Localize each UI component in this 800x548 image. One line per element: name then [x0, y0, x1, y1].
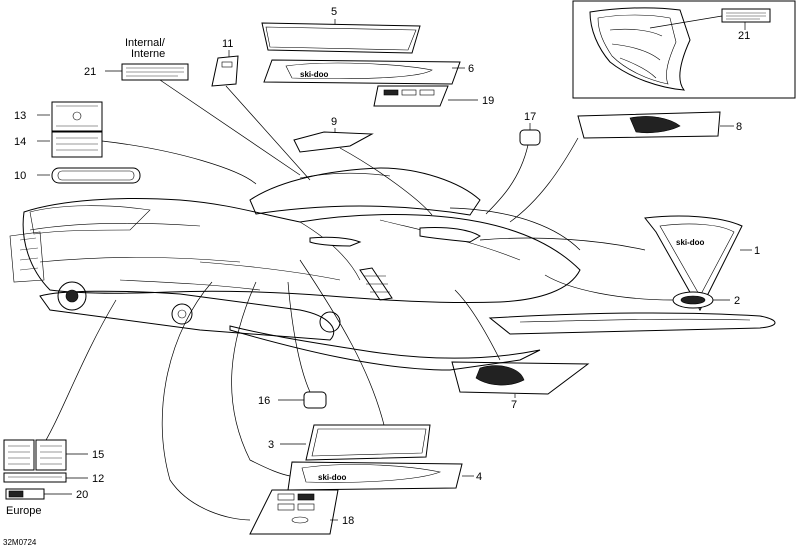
decal-9 [293, 131, 374, 153]
callout-9: 9 [331, 116, 337, 128]
callout-6: 6 [468, 63, 474, 75]
callout-1: 1 [754, 245, 760, 257]
label-interne: Interne [131, 48, 165, 60]
decal-5 [261, 22, 421, 54]
decal-group-lower: 16 3 ski-doo 4 18 [249, 391, 482, 535]
callout-18: 18 [342, 515, 354, 527]
decal-10 [51, 167, 141, 184]
decal-4 [287, 461, 463, 491]
callout-7: 7 [511, 399, 517, 411]
svg-text:ski-doo: ski-doo [318, 473, 347, 482]
callout-19: 19 [482, 95, 494, 107]
snowmobile-illustration [9, 167, 776, 371]
decal-11 [211, 55, 239, 87]
callout-8: 8 [736, 121, 742, 133]
decal-1 [644, 215, 743, 312]
drawing-id: 32M0724 [3, 538, 37, 547]
decal-17 [519, 129, 541, 146]
callout-21: 21 [84, 66, 96, 78]
callout-5: 5 [331, 6, 337, 18]
callout-21-inset: 21 [738, 30, 750, 42]
callout-3: 3 [268, 439, 274, 451]
decal-12 [3, 472, 67, 483]
callout-17: 17 [524, 111, 536, 123]
decal-group-bottom-left: 15 12 20 Europe [3, 439, 104, 517]
lower-leaders [39, 207, 581, 521]
decal-group-upper: 5 ski-doo 6 19 [261, 6, 494, 107]
callout-13: 13 [14, 110, 26, 122]
svg-text:ski-doo: ski-doo [300, 70, 329, 79]
decal-14 [51, 131, 103, 158]
decal-group-right: ski-doo 1 2 7 [451, 215, 760, 411]
callout-20: 20 [76, 489, 88, 501]
decal-19 [373, 85, 449, 107]
callout-14: 14 [14, 136, 26, 148]
callout-16: 16 [258, 395, 270, 407]
callout-2: 2 [734, 295, 740, 307]
callout-10: 10 [14, 170, 26, 182]
decal-6 [263, 59, 461, 85]
label-internal: Internal/ [125, 37, 166, 49]
decal-group-windshield: 9 17 8 [293, 111, 742, 223]
svg-text:ski-doo: ski-doo [676, 238, 705, 247]
callout-12: 12 [92, 473, 104, 485]
callout-15: 15 [92, 449, 104, 461]
callout-4: 4 [476, 471, 482, 483]
decal-group-left: Internal/ Interne 21 11 13 14 10 [14, 37, 311, 185]
decal-16 [303, 391, 327, 409]
inset-warning-decal [721, 8, 771, 23]
decal-13 [51, 101, 103, 132]
decal-15-left [3, 439, 35, 471]
decal-3 [305, 424, 431, 461]
label-europe: Europe [6, 505, 41, 517]
callout-11: 11 [222, 38, 233, 50]
decal-18 [249, 489, 339, 535]
inset-box: 21 [572, 0, 796, 99]
decal-15-right [35, 439, 67, 471]
